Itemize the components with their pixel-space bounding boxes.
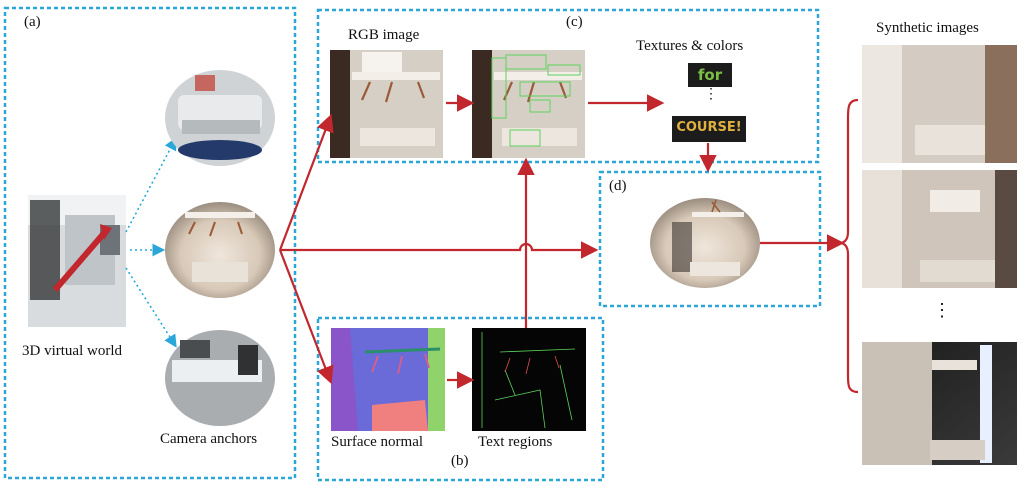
synthetic-image-3 (862, 342, 1017, 465)
arrow-anchor-to-normal (278, 249, 334, 385)
text-regions-image (472, 328, 586, 431)
virtual-world-image (28, 195, 126, 327)
camera-anchor-living-room (165, 70, 275, 166)
label-text-regions: Text regions (478, 434, 553, 450)
synthetic-image-2 (862, 170, 1017, 288)
label-textures-colors: Textures & colors (636, 38, 744, 54)
label-synthetic-images: Synthetic images (876, 20, 979, 36)
camera-anchor-office (165, 330, 275, 426)
arrow-anchor-to-rgb (278, 113, 334, 251)
panel-c-box (316, 8, 820, 164)
texture-swatch-for (688, 63, 732, 87)
label-rgb-image: RGB image (348, 27, 420, 43)
label-camera-anchors: Camera anchors (160, 431, 258, 447)
surface-normal-image (331, 328, 445, 431)
label-3d-virtual-world: 3D virtual world (22, 343, 122, 359)
panel-label-c: (c) (566, 14, 583, 30)
panel-d-box (598, 170, 822, 308)
rgb-image (330, 50, 443, 158)
texture-word-for: for (697, 66, 723, 84)
panel-label-b: (b) (451, 453, 469, 469)
label-surface-normal: Surface normal (331, 434, 424, 450)
panel-label-d: (d) (609, 178, 627, 194)
camera-anchor-closet (165, 202, 275, 298)
panel-a-box (3, 6, 297, 480)
texture-word-course: COURSE! (676, 120, 742, 135)
texture-swatch-course (672, 116, 746, 142)
panel-d-composite-image (650, 198, 760, 288)
arrow-anchor-to-d (280, 241, 599, 259)
ellipsis-synthetic: ⋮ (933, 300, 951, 320)
rgb-with-text-boxes (472, 50, 585, 158)
ellipsis-textures: ⋮ (704, 87, 718, 102)
synthetic-image-1 (862, 45, 1017, 163)
panel-label-a: (a) (24, 14, 41, 30)
synthetic-brace (839, 98, 859, 394)
panel-b-box (316, 316, 605, 482)
